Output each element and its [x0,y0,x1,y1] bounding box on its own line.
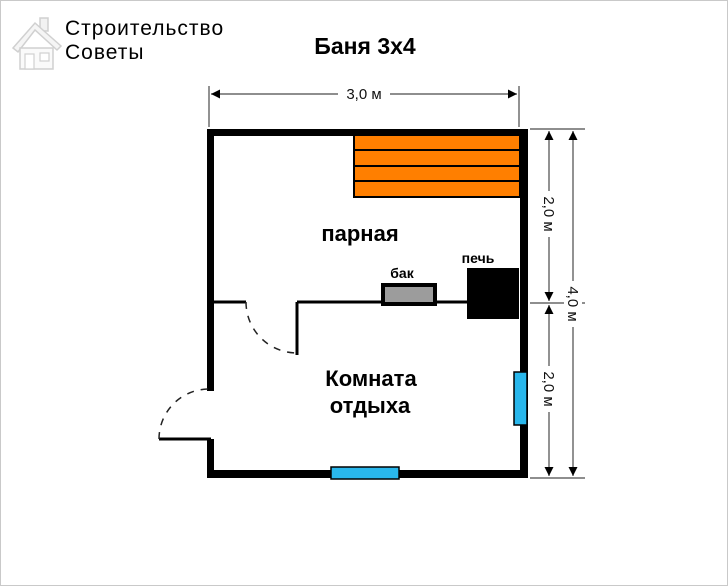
dimension-label-right-total: 4,0 м [564,286,581,321]
dim-label-mask [564,281,582,327]
steam-room-label: парная [321,221,398,246]
water-tank [381,283,437,306]
page-title: Баня 3х4 [314,33,416,59]
exterior-wall-top [207,129,528,136]
dimension-label-top-width: 3,0 м [346,86,381,103]
exterior-wall-right [520,129,528,478]
entrance-door-swing-arc [158,388,210,440]
dimension-label-right-lower: 2,0 м [540,371,557,406]
dimension-label-right-upper: 2,0 м [540,196,557,231]
stove [467,268,519,319]
tank-label: бак [390,265,414,281]
bench-shelf [353,133,521,198]
dim-label-mask [540,191,558,237]
rest-room-label-line1: Комната [325,366,417,391]
stove-label: печь [462,250,495,266]
dim-label-mask [338,85,390,103]
watermark-line2: Советы [65,41,144,64]
window-right [513,371,528,426]
exterior-wall-left-lower [207,439,214,478]
house-logo-icon [11,17,63,70]
dim-label-mask [540,366,558,412]
exterior-wall-left-upper [207,129,214,391]
window-bottom [330,466,400,480]
interior-door-swing-arc [245,301,298,354]
watermark-line1: Строительство [65,17,224,40]
rest-room-label-line2: отдыха [330,393,411,418]
